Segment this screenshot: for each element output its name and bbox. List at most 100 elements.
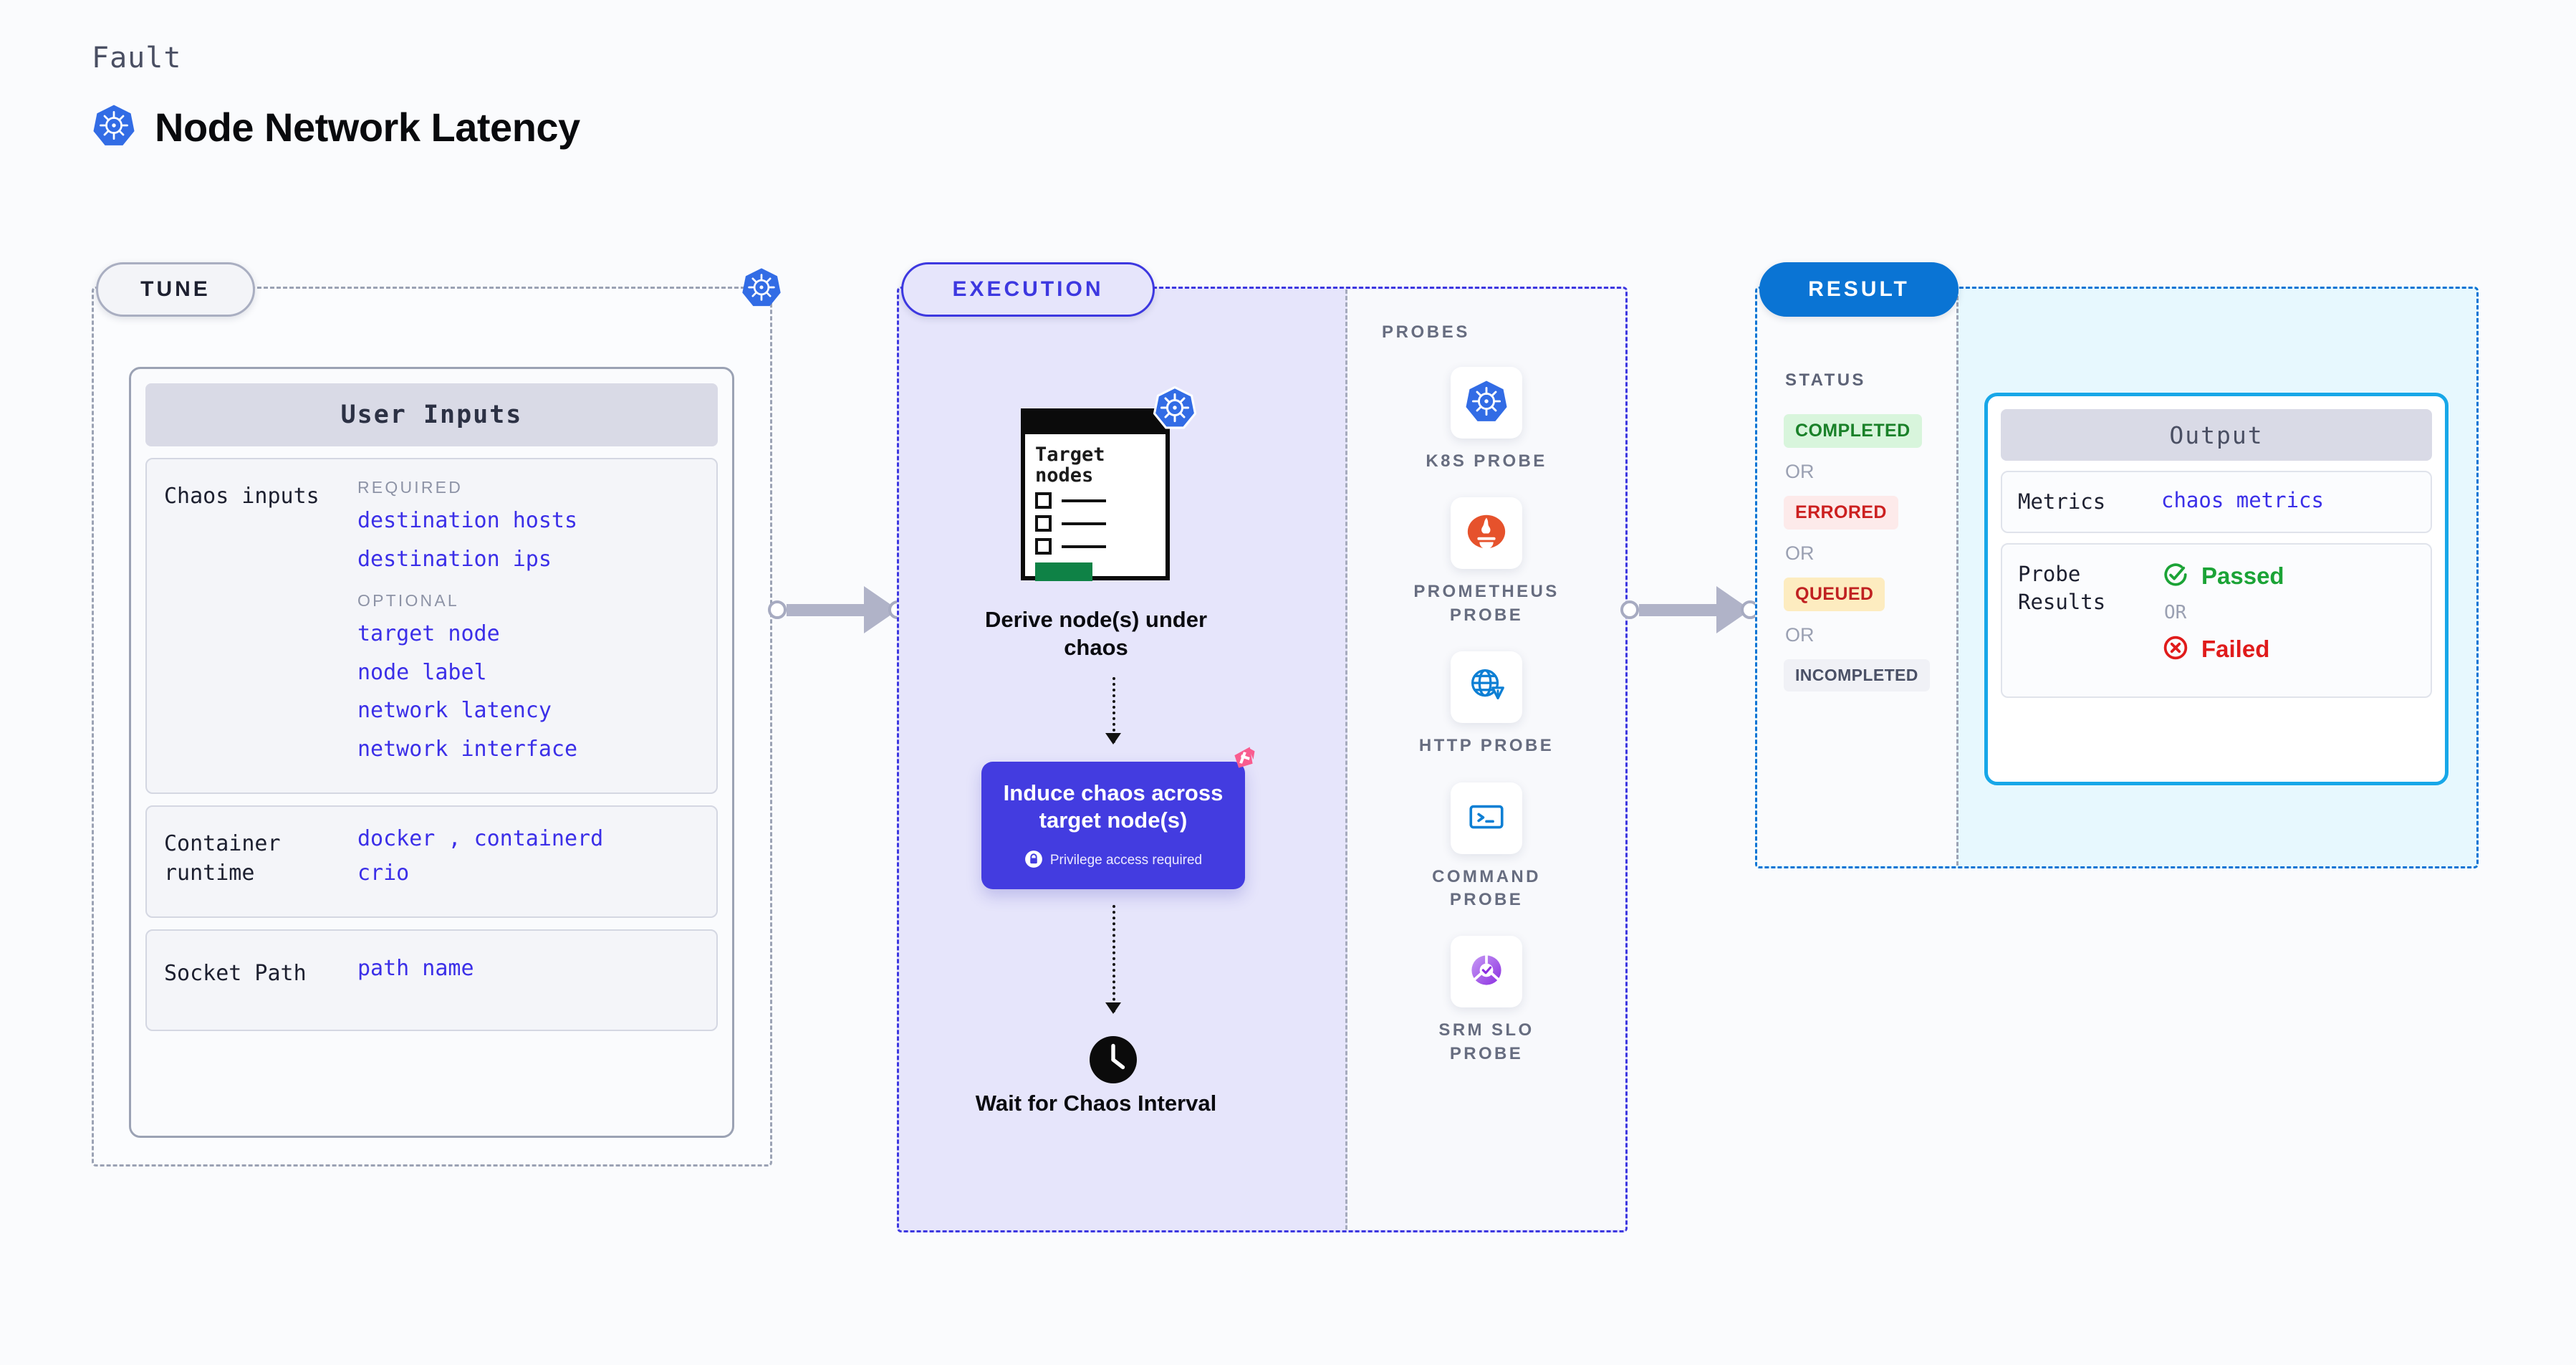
user-inputs-title: User Inputs [145,383,718,446]
metrics-values: chaos metrics [2161,488,2415,516]
kubernetes-icon [741,267,782,311]
container-runtime-row: Container runtime docker , containerd cr… [145,805,718,918]
probe-result-failed: Failed [2161,633,2415,665]
runtime-docker[interactable]: docker [357,826,436,851]
runtime-containerd[interactable]: containerd [474,826,604,851]
probe-item-command[interactable]: COMMAND PROBE [1400,782,1572,912]
probe-label: K8S PROBE [1426,451,1547,471]
probe-item-k8s[interactable]: K8S PROBE [1426,367,1547,473]
title-row: Node Network Latency [92,103,580,150]
status-badge-errored: ERRORED [1784,496,1898,530]
input-destination-hosts[interactable]: destination hosts [357,508,578,533]
input-network-latency[interactable]: network latency [357,698,552,723]
connector-shaft [787,603,865,616]
status-list: COMPLETED OR ERRORED OR QUEUED OR INCOMP… [1784,414,1963,691]
probe-results-label: Probe Results [2018,562,2106,615]
runtime-crio[interactable]: crio [357,860,410,886]
kubernetes-icon [92,103,136,150]
output-card: Output Metrics chaos metrics Probe Resul… [1984,393,2448,785]
connector-start-dot [1620,600,1639,619]
terminal-icon [1466,796,1507,840]
required-heading: REQUIRED [357,478,463,497]
list-line [1062,522,1106,525]
probe-tile [1451,782,1522,854]
connector-shaft [1639,603,1718,616]
probe-results-row: Probe Results Passed OR [2001,543,2432,699]
probe-item-prometheus[interactable]: PROMETHEUS PROBE [1400,497,1572,627]
x-circle-icon [2161,633,2190,665]
container-runtime-values: docker , containerd crio [357,825,699,898]
tune-stage-badge: TUNE [96,262,255,317]
failed-label: Failed [2201,636,2270,663]
runtime-line-1: docker , containerd [357,825,699,853]
probe-label: SRM SLO PROBE [1438,1020,1534,1063]
connector-start-dot [768,600,787,619]
input-destination-ips[interactable]: destination ips [357,546,552,572]
socket-path-row: Socket Path path name [145,929,718,1031]
execution-stage-badge: EXECUTION [901,262,1155,317]
probe-label: COMMAND PROBE [1432,866,1541,909]
probe-results-values: Passed OR Failed [2161,560,2415,665]
check-circle-icon [2161,560,2190,592]
result-stage-badge: RESULT [1759,262,1959,317]
induce-chaos-title: Induce chaos across target node(s) [1003,780,1224,833]
execution-probes-divider [1345,289,1347,1230]
probe-item-srm-slo[interactable]: SRM SLO PROBE [1400,936,1572,1065]
connector-execution-to-result [1620,586,1759,633]
passed-label: Passed [2201,562,2284,590]
page-title: Node Network Latency [155,104,580,150]
probe-tile [1451,367,1522,439]
srm-slo-gauge-icon [1465,949,1508,995]
socket-path-value[interactable]: path name [357,956,474,981]
progress-bar [1035,562,1092,582]
target-card-titlebar [1025,413,1166,434]
privilege-note-text: Privilege access required [1049,852,1203,868]
probe-tile [1451,936,1522,1008]
input-target-node[interactable]: target node [357,621,500,646]
probes-list: K8S PROBE PROMETHEUS PROBE [1383,367,1590,1065]
user-inputs-card: User Inputs Chaos inputs REQUIRED destin… [129,367,734,1138]
result-column-divider [1956,289,1959,866]
status-badge-queued: QUEUED [1784,578,1885,611]
probes-title: PROBES [1382,322,1470,342]
input-node-label[interactable]: node label [357,659,487,685]
connector-tune-to-execution [768,586,907,633]
fault-kicker: Fault [92,42,182,75]
runtime-separator: , [448,826,461,851]
socket-path-label: Socket Path [164,961,307,986]
chaos-inputs-label: Chaos inputs [164,484,319,509]
checkbox-icon [1035,492,1052,509]
http-globe-warning-icon [1464,664,1509,711]
probe-item-http[interactable]: HTTP PROBE [1419,651,1554,757]
metrics-label: Metrics [2018,489,2106,514]
derive-nodes-caption: Derive node(s) under chaos [984,607,1208,661]
optional-heading: OPTIONAL [357,591,459,610]
clock-icon [1087,1034,1139,1088]
status-title: STATUS [1785,370,1866,390]
output-title: Output [2001,409,2432,461]
target-list-item [1035,492,1155,509]
target-nodes-card: Target nodes [1021,385,1197,582]
lock-icon [1024,850,1043,871]
probes-region [1347,289,1625,1230]
probe-result-or: OR [2164,602,2187,624]
probe-label: PROMETHEUS PROBE [1413,582,1559,625]
input-network-interface[interactable]: network interface [357,736,578,762]
target-list-item [1035,538,1155,555]
metrics-value[interactable]: chaos metrics [2161,488,2324,512]
chaos-inputs-values: REQUIRED destination hosts destination i… [357,478,699,774]
target-card-title: Target nodes [1035,444,1105,487]
probe-result-passed: Passed [2161,560,2415,592]
status-or-2: OR [1785,542,1815,564]
kubernetes-icon [1464,379,1509,426]
checkbox-icon [1035,538,1052,555]
wait-interval-caption: Wait for Chaos Interval [975,1091,1217,1116]
status-or-1: OR [1785,461,1815,482]
target-list-item [1035,515,1155,532]
status-or-3: OR [1785,624,1815,646]
induce-chaos-step: Induce chaos across target node(s) Privi… [981,747,1255,889]
chaos-inputs-row: Chaos inputs REQUIRED destination hosts … [145,458,718,794]
probe-tile [1451,651,1522,724]
checkbox-icon [1035,515,1052,532]
probe-label: HTTP PROBE [1418,736,1554,756]
